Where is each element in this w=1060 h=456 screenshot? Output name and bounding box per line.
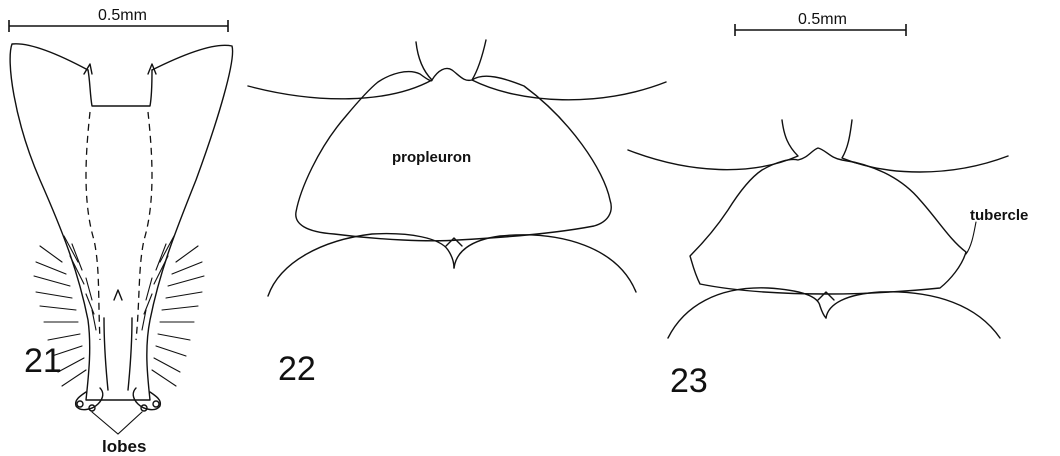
fig23-tubercle-pointer [965,221,977,255]
figure-number-22: 22 [278,350,316,388]
fig21-lobe-left [74,387,104,411]
fig23-drawing [627,119,1009,339]
fig21-dashed-right [135,111,153,341]
fig21-outline [9,43,234,401]
fig22-upper-arc-left [247,41,433,100]
fig22-lower-arc-left [267,232,455,297]
fig21-notch [87,69,153,107]
fig21-setae-left [33,235,97,387]
label-lobes: lobes [102,437,146,456]
fig23-lower-arc-right [825,291,1001,339]
fig23-upper-arc-right [841,119,1009,173]
scale-bar-left-label: 0.5mm [98,7,147,24]
fig22-drawing [247,39,667,297]
fig21-dashed-left [85,111,101,341]
scale-bar-right: 0.5mm [734,11,907,36]
figure-number-21: 21 [24,342,62,380]
fig22-lower-arc-right [453,234,637,293]
scale-bar-left: 0.5mm [8,7,229,32]
fig23-upper-arc-left [627,119,799,171]
fig22-upper-arc-right [471,39,667,101]
fig21-drawing [9,43,234,435]
label-propleuron: propleuron [392,149,471,166]
fig22-propleuron-outline [295,67,612,242]
figure-number-23: 23 [670,362,708,400]
fig21-setae-right [141,235,205,387]
label-tubercle: tubercle [970,207,1028,224]
fig21-lobes-pointer [91,411,143,435]
fig21-lobe-right [132,387,162,411]
fig23-lower-arc-left [667,287,827,339]
scale-bar-right-label: 0.5mm [798,11,847,28]
fig23-propleuron-outline [689,147,967,295]
